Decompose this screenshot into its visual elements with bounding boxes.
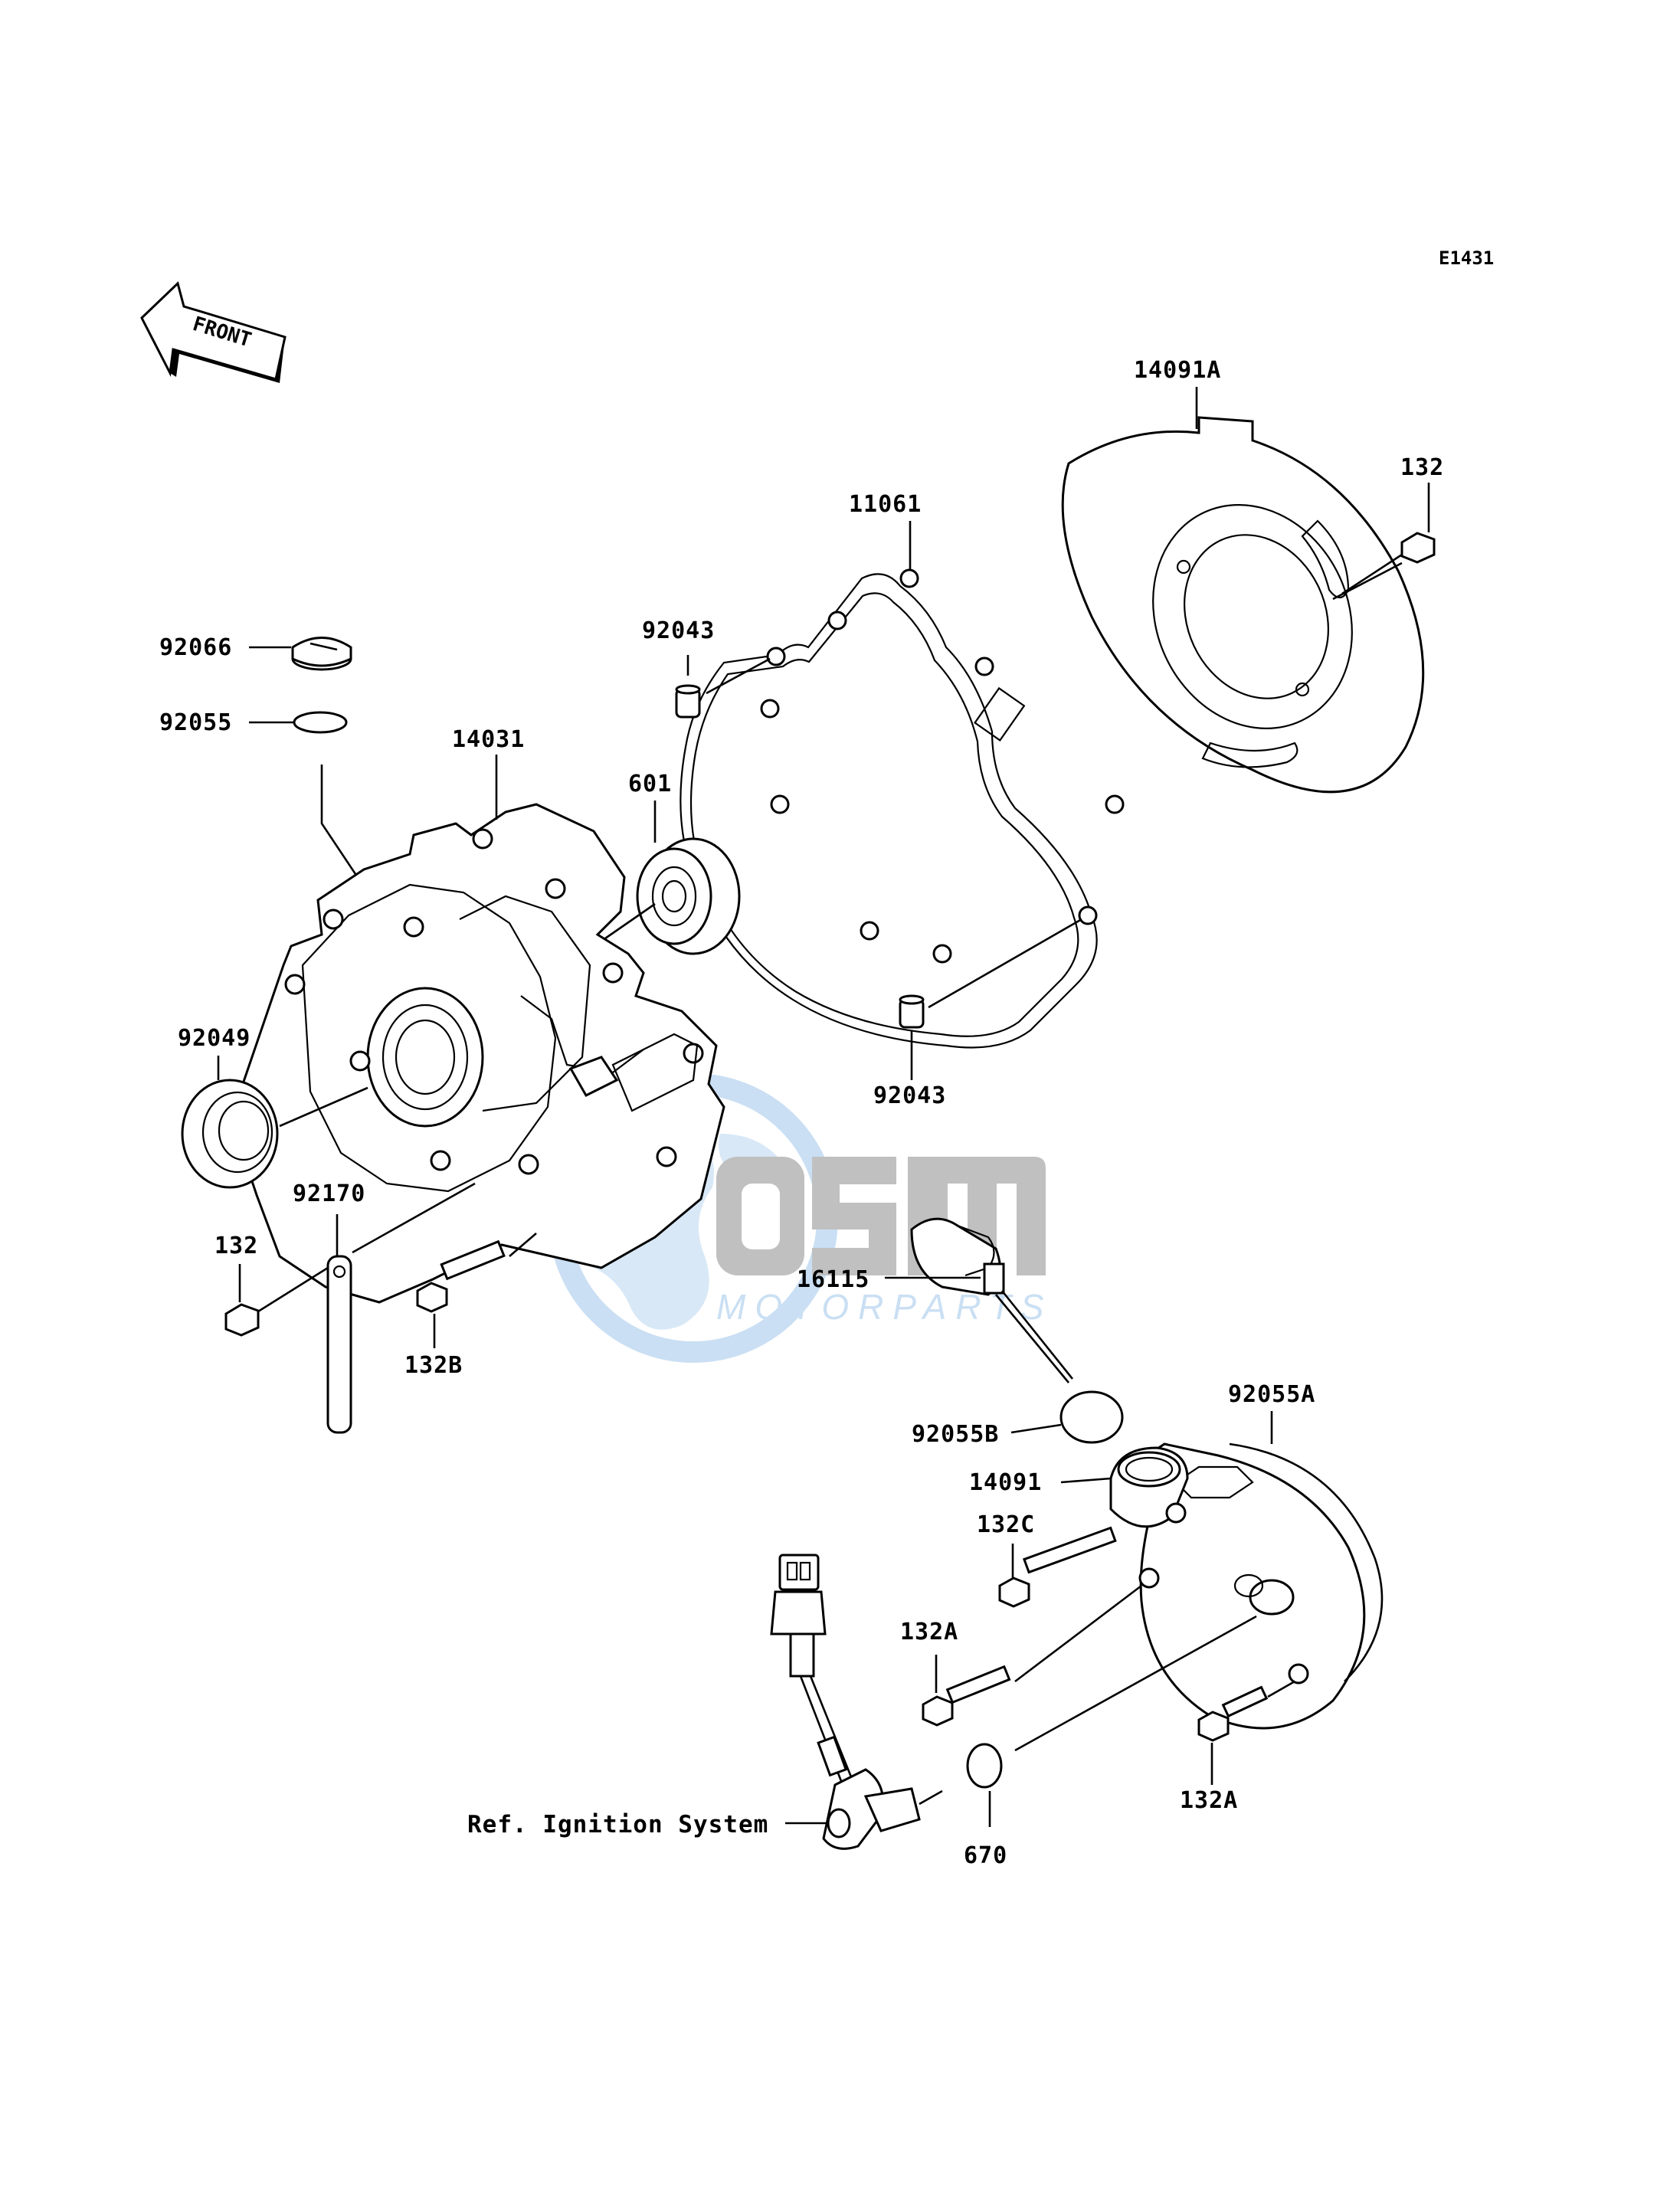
label-16115: 16115: [797, 1266, 869, 1293]
leader-92170-b: [352, 1182, 476, 1254]
leader-132B-b: [509, 1233, 537, 1257]
dowel-92043-bottom: [899, 994, 925, 1029]
leader-132-top-b: [1332, 562, 1403, 601]
label-92055A: 92055A: [1228, 1381, 1315, 1408]
leader-132A-left-b: [1014, 1584, 1142, 1683]
oil-seal-92049: [181, 1079, 279, 1189]
oring-92055: [293, 711, 348, 734]
ignition-sensor: [770, 1554, 943, 1850]
label-92055B: 92055B: [912, 1421, 999, 1448]
leader-670-b: [1014, 1615, 1257, 1752]
leader-92055B: [1010, 1423, 1062, 1434]
bolt-132A-right: [1197, 1685, 1269, 1742]
leader-92043-top: [706, 657, 771, 695]
gasket-11061: [680, 568, 1125, 1049]
bolt-132-left: [224, 1303, 260, 1337]
label-92049: 92049: [178, 1025, 251, 1052]
bearing-601: [636, 837, 741, 955]
label-92170: 92170: [293, 1180, 365, 1207]
leader-92049-to-cover: [279, 1086, 368, 1128]
label-92043-bottom: 92043: [873, 1082, 946, 1109]
cover-plate-14091A: [1061, 416, 1425, 794]
plug-92066: [291, 637, 352, 671]
label-92043-top: 92043: [642, 617, 715, 644]
bolt-132-top: [1341, 532, 1436, 595]
label-132C: 132C: [977, 1511, 1035, 1538]
crankcase-cover-14031: [232, 803, 725, 1304]
label-132A-right: 132A: [1180, 1787, 1238, 1814]
leader-132-left-b: [257, 1266, 329, 1313]
ref-ignition-system: Ref. Ignition System: [467, 1811, 768, 1838]
gasket-92055A: [1229, 1442, 1384, 1682]
label-132-left: 132: [215, 1233, 258, 1259]
label-14031: 14031: [452, 726, 525, 753]
housing-14091: [1109, 1442, 1366, 1730]
leader-92055-to-cover: [320, 765, 362, 882]
label-14091A: 14091A: [1134, 357, 1221, 384]
label-132-top: 132: [1400, 454, 1444, 481]
gauge-92170: [326, 1255, 352, 1434]
leader-92043-bottom: [928, 918, 1082, 1009]
label-132B: 132B: [404, 1352, 463, 1379]
leader-601-to-cover: [604, 902, 656, 940]
bolt-132A-left: [922, 1665, 1011, 1727]
label-92055: 92055: [159, 709, 232, 736]
label-601: 601: [628, 771, 672, 797]
front-arrow-icon: FRONT: [140, 281, 287, 383]
leader-14091: [1060, 1477, 1112, 1484]
bolt-132B: [416, 1239, 506, 1313]
oring-92055B: [1059, 1390, 1124, 1444]
leader-132A-right-b: [1267, 1680, 1295, 1698]
sensor-16115: [910, 1217, 1074, 1383]
oring-670: [966, 1743, 1003, 1789]
label-670: 670: [964, 1842, 1007, 1869]
label-11061: 11061: [849, 491, 922, 518]
diagram-code: E1431: [1439, 247, 1494, 269]
label-14091: 14091: [969, 1469, 1042, 1496]
label-132A-left: 132A: [900, 1619, 958, 1645]
label-92066: 92066: [159, 634, 232, 661]
bolt-132C: [998, 1526, 1117, 1608]
dowel-92043-top: [675, 684, 701, 719]
